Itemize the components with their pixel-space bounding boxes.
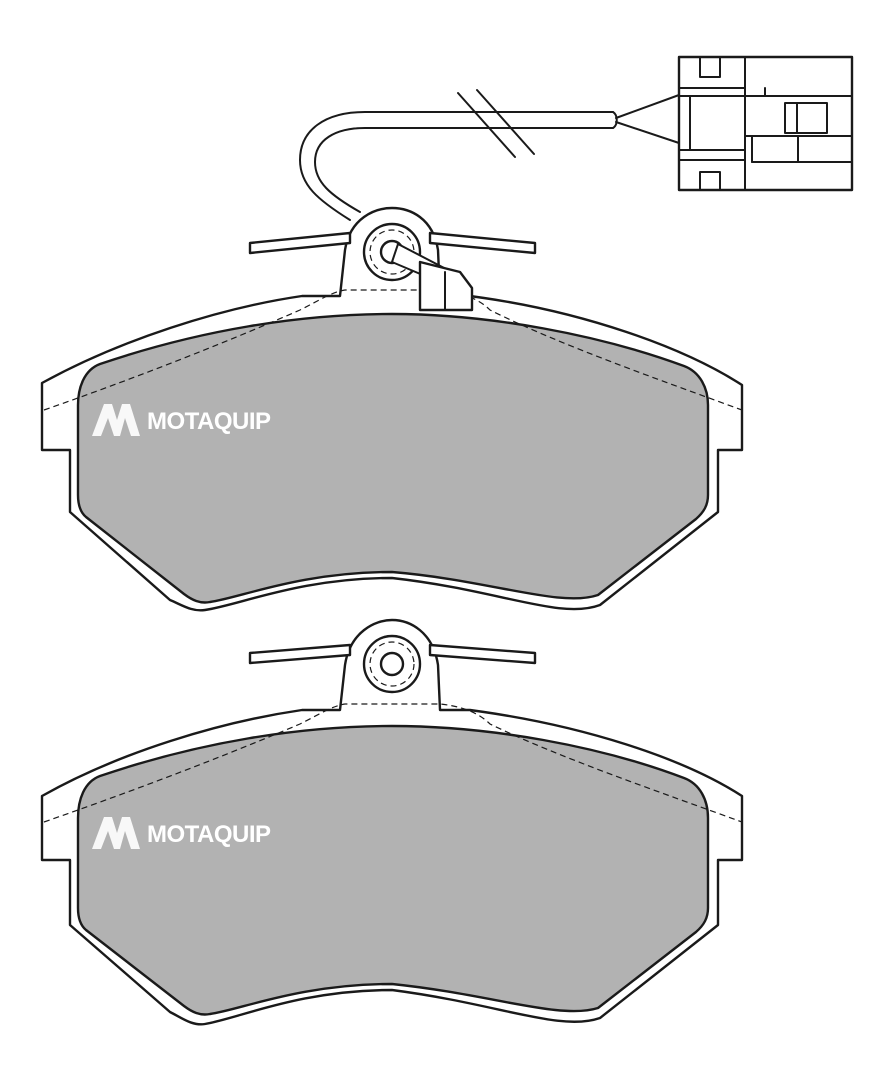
brake-pad-without-sensor: MOTAQUIP — [40, 618, 744, 1026]
motaquip-logo: MOTAQUIP — [92, 817, 272, 849]
motaquip-m-logo-icon — [92, 404, 140, 436]
friction-material — [76, 312, 710, 604]
brand-name: MOTAQUIP — [147, 408, 271, 435]
brake-pad-with-sensor: MOTAQUIP — [40, 206, 744, 612]
sensor-wire — [299, 89, 680, 221]
wear-sensor-connector — [677, 55, 854, 192]
motaquip-logo: MOTAQUIP — [92, 404, 272, 436]
brand-name: MOTAQUIP — [147, 821, 271, 848]
motaquip-m-logo-icon — [92, 817, 140, 849]
friction-material — [76, 724, 710, 1016]
